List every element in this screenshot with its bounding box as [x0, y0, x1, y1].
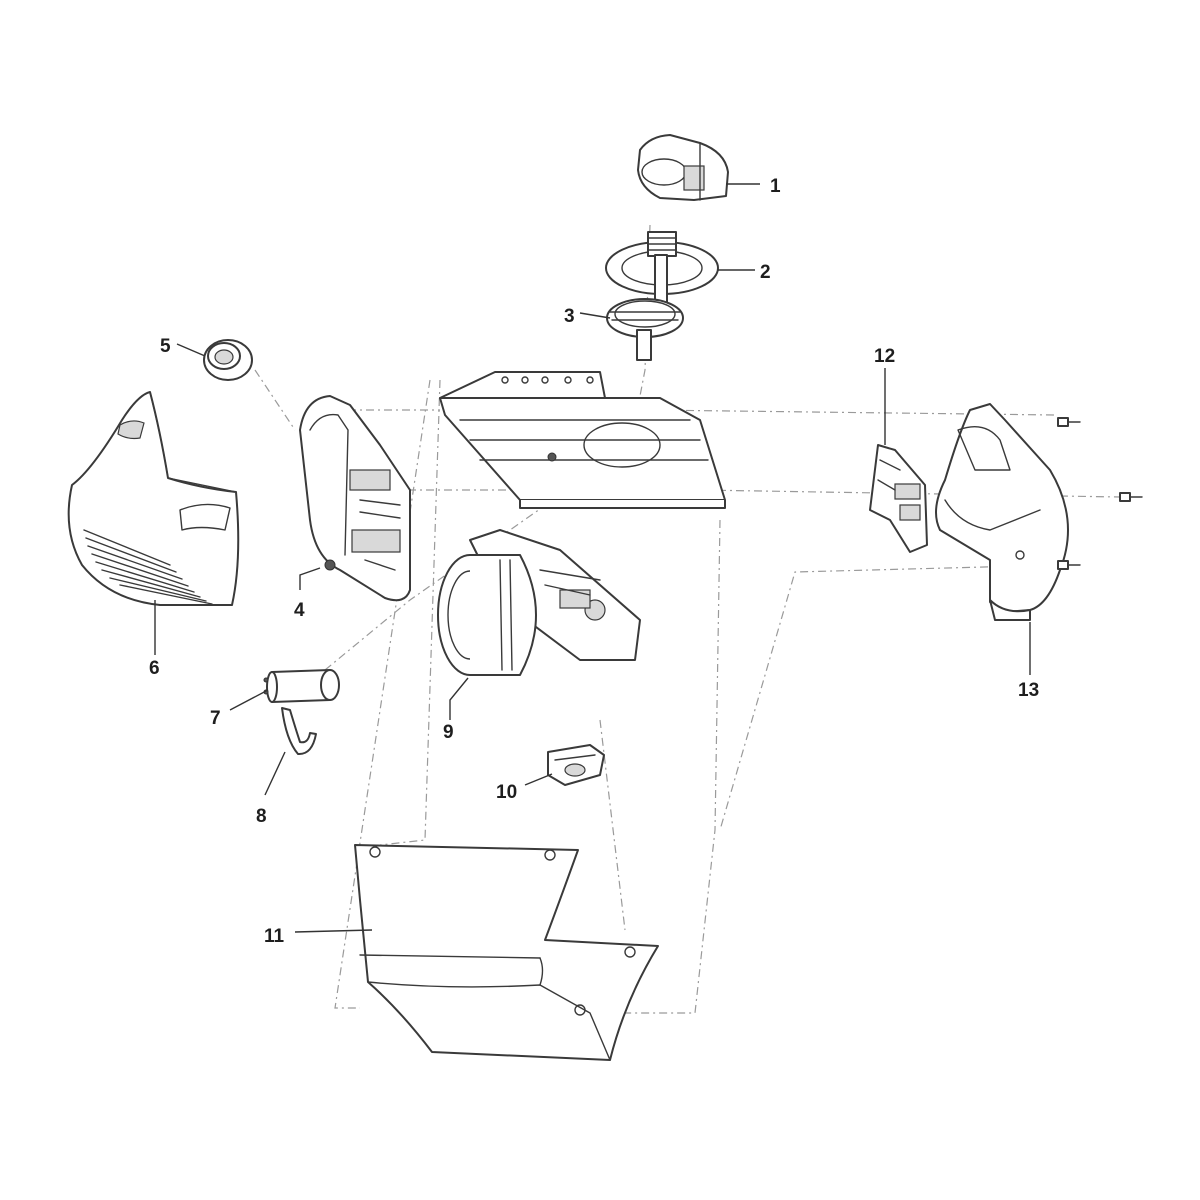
callout-6: 6 [149, 658, 160, 679]
part-12-logic-board [869, 444, 928, 553]
callout-11: 11 [264, 926, 285, 947]
callout-12: 12 [874, 346, 895, 367]
callout-2: 2 [760, 262, 771, 283]
part-10-limit-switch [547, 744, 605, 786]
callout-labels: 1 2 3 4 5 6 7 8 9 10 11 12 13 [149, 176, 1039, 947]
callout-7: 7 [210, 708, 221, 729]
part-1-bearing-cap [637, 134, 729, 201]
screws [1057, 417, 1143, 570]
callout-8: 8 [256, 806, 267, 827]
part-7-capacitor [263, 669, 340, 703]
callout-1: 1 [770, 176, 781, 197]
callout-13: 13 [1018, 680, 1039, 701]
part-9-motor-assembly [437, 529, 641, 676]
chassis-top-plate [439, 371, 726, 509]
part-11-bottom-cover [354, 844, 659, 1061]
part-3-worm-gear [606, 298, 684, 361]
chassis-holes [501, 376, 594, 384]
callout-9: 9 [443, 722, 454, 743]
callout-3: 3 [564, 306, 575, 327]
callout-4: 4 [294, 600, 305, 621]
part-4-side-housing [299, 395, 411, 602]
leader-lines [154, 183, 1031, 933]
callout-5: 5 [160, 336, 171, 357]
part-6-front-cover [67, 391, 240, 606]
part-8-capacitor-bracket [281, 707, 317, 756]
part-13-end-panel [935, 403, 1069, 621]
part-5-grommet [203, 339, 253, 381]
part-2-drive-gear-plate [605, 231, 719, 311]
cover-grille-slots [83, 529, 213, 605]
callout-10: 10 [496, 782, 517, 803]
